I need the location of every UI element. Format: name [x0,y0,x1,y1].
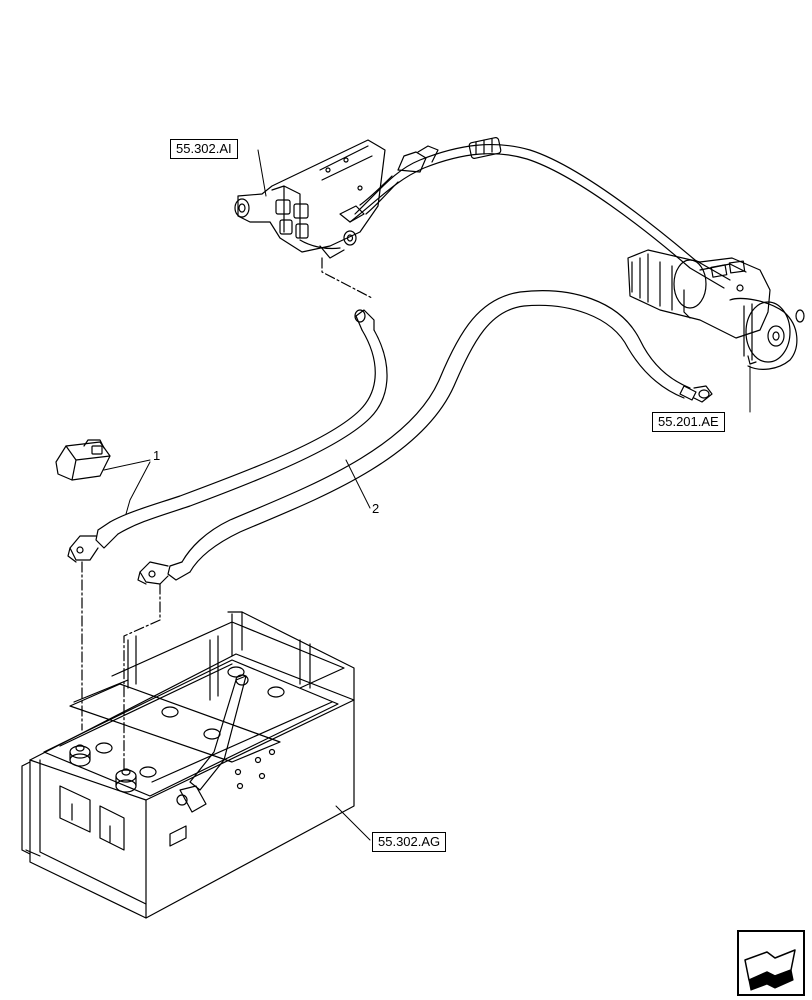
cable-1 [67,309,388,563]
wiring-harness [299,137,731,289]
starter-motor [627,249,805,370]
cable-2 [137,290,713,585]
reference-box-55-302-ag[interactable]: 55.302.AG [372,832,447,852]
callout-1: 1 [153,448,161,463]
battery-box [21,611,355,919]
next-page-arrow-icon[interactable] [737,930,805,996]
control-unit-assembly [234,139,386,259]
terminal-cover [55,439,111,481]
reference-box-55-201-ae[interactable]: 55.201.AE [652,412,725,432]
leader-lines [103,149,751,841]
connection-lines [81,257,373,771]
callout-2: 2 [372,501,380,516]
reference-box-55-302-ai[interactable]: 55.302.AI [170,139,238,159]
